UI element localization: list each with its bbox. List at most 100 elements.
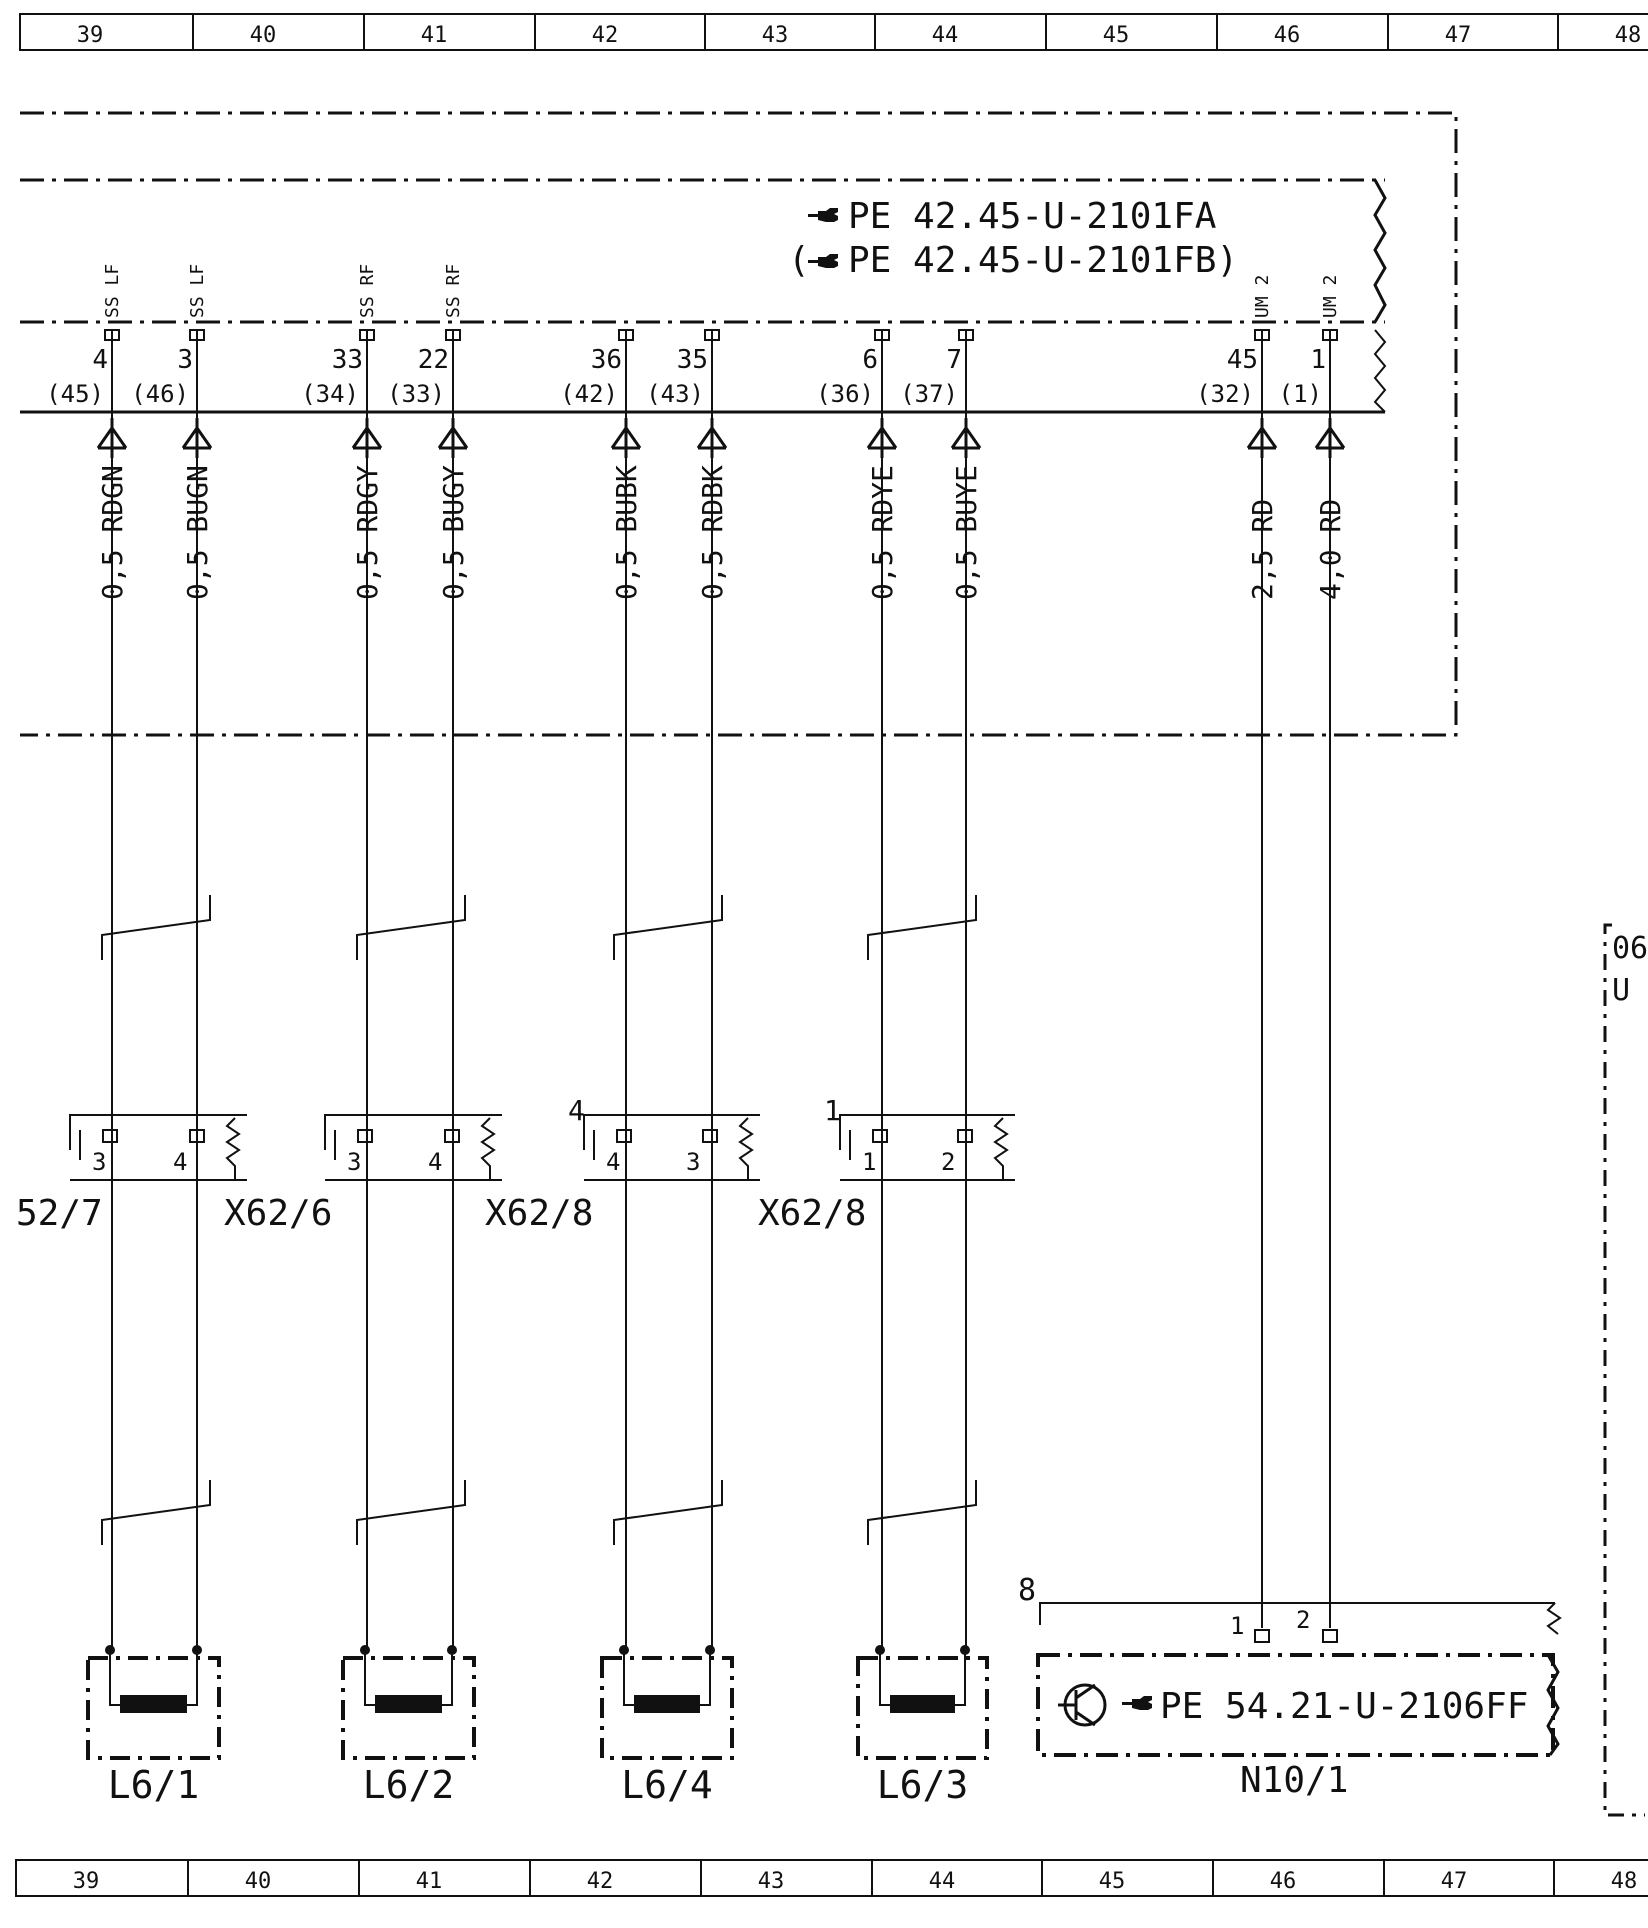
- alt-pin-number: (32): [1196, 380, 1254, 408]
- speaker: L6/1: [86, 1645, 221, 1807]
- connector-pin-b: 2: [941, 1148, 955, 1176]
- right-edge-component: 06 U: [1603, 923, 1648, 1817]
- wire-spec-label: 0,5 BUYE: [950, 465, 983, 600]
- signal-label: SS LF: [187, 264, 208, 318]
- pin-number: 4: [92, 345, 108, 375]
- alt-pin-number: (33): [387, 380, 445, 408]
- module-reference: PE 42.45-U-2101FA ( PE 42.45-U-2101FB): [788, 196, 1238, 281]
- wire-7: 6(36)0,5 RDYE: [816, 329, 899, 1650]
- ruler-cell-label: 47: [1441, 1869, 1468, 1894]
- connector-name: X62/8: [758, 1193, 866, 1234]
- pointer-hand-icon: [1122, 1696, 1152, 1710]
- amp-reference: PE 54.21-U-2106FF: [1160, 1686, 1528, 1727]
- alt-pin-number: (42): [560, 380, 618, 408]
- signal-label: UM 2: [1320, 275, 1341, 318]
- pin-number: 36: [591, 345, 622, 375]
- alt-pin-number: (43): [646, 380, 704, 408]
- ruler-cell-label: 44: [932, 23, 959, 48]
- signal-label: SS RF: [357, 264, 378, 318]
- wire-spec-label: 0,5 RDYE: [866, 465, 899, 600]
- ruler-cell-label: 46: [1274, 23, 1301, 48]
- wire-10: UM 2 1 (1) 4,0 RD: [1279, 275, 1347, 1643]
- wire-8: 7(37)0,5 BUYE: [900, 329, 983, 1650]
- alt-pin-number: (46): [131, 380, 189, 408]
- speaker-name: L6/2: [363, 1763, 455, 1807]
- head-unit-box: [20, 178, 1387, 414]
- ruler-cell-label: 41: [421, 23, 448, 48]
- speakers: L6/1 L6/2 L6/4 L6/3: [86, 1645, 989, 1807]
- arrow-connector-icon: [181, 418, 213, 458]
- pin-number: 3: [177, 345, 193, 375]
- ruler-cell-label: 45: [1099, 1869, 1126, 1894]
- connector-pin-a: 1: [862, 1148, 876, 1176]
- amp-pin-1: 1: [1230, 1612, 1244, 1640]
- signal-label: UM 2: [1252, 275, 1273, 318]
- arrow-connector-icon: [950, 418, 982, 458]
- wire-3: SS RF 33 (34) 0,5 RDGY: [301, 264, 384, 1650]
- connector-pin-a: 3: [347, 1148, 361, 1176]
- pointer-hand-icon: [808, 208, 838, 222]
- signal-label: SS LF: [102, 264, 123, 318]
- wire-spec-label: 2,5 RD: [1246, 499, 1279, 600]
- pin-number: 45: [1227, 345, 1258, 375]
- alt-pin-number: (45): [46, 380, 104, 408]
- connector-pin-a: 4: [606, 1148, 620, 1176]
- connector-name: 52/7: [16, 1193, 103, 1234]
- arrow-connector-icon: [1246, 418, 1278, 458]
- speaker-name: L6/1: [108, 1763, 200, 1807]
- wire-spec-label: 0,5 BUGN: [181, 465, 214, 600]
- speaker-coil-icon: [375, 1695, 442, 1713]
- pin-number: 35: [677, 345, 708, 375]
- right-edge-label-1: 06: [1612, 931, 1648, 966]
- pin-number: 1: [1310, 345, 1326, 375]
- pointer-hand-icon: [808, 254, 838, 268]
- wire-spec-label: 0,5 BUGY: [437, 465, 470, 600]
- ruler-cell-label: 39: [77, 23, 104, 48]
- connector-pin-b: 4: [428, 1148, 442, 1176]
- ruler-cell-label: 47: [1445, 23, 1472, 48]
- wire-2: SS LF 3 (46) 0,5 BUGN: [131, 264, 214, 1650]
- module-boundary: [20, 111, 1458, 737]
- speaker-coil-icon: [120, 1695, 187, 1713]
- pin-number: 6: [862, 345, 878, 375]
- right-edge-label-2: U: [1612, 973, 1630, 1008]
- ruler-cell-label: 48: [1611, 1869, 1638, 1894]
- alt-pin-number: (1): [1279, 380, 1322, 408]
- transistor-icon: [1058, 1683, 1107, 1727]
- alt-pin-number: (34): [301, 380, 359, 408]
- pin-number: 33: [332, 345, 363, 375]
- connector-group-number: 1: [824, 1094, 841, 1127]
- ruler-cell-label: 40: [245, 1869, 272, 1894]
- wire-spec-label: 0,5 RDBK: [696, 465, 729, 600]
- wire-1: SS LF4(45)0,5 RDGN: [46, 264, 129, 1650]
- speaker-name: L6/4: [621, 1763, 713, 1807]
- ruler-cell-label: 39: [73, 1869, 100, 1894]
- arrow-connector-icon: [437, 418, 469, 458]
- ruler-cell-label: 43: [762, 23, 789, 48]
- ruler-cell-label: 42: [592, 23, 619, 48]
- signal-label: SS RF: [443, 264, 464, 318]
- wire-spec-label: 4,0 RD: [1314, 499, 1347, 600]
- ruler-cell-label: 43: [758, 1869, 785, 1894]
- speaker: L6/3: [856, 1645, 989, 1807]
- arrow-connector-icon: [1314, 418, 1346, 458]
- wire-5: 36(42)0,5 BUBK: [560, 329, 643, 1650]
- twisted-pair-marks: [101, 895, 977, 1545]
- arrow-connector-icon: [96, 418, 128, 458]
- wire-9: UM 2 45 (32) 2,5 RD: [1196, 275, 1279, 1643]
- ruler-cell-label: 41: [416, 1869, 443, 1894]
- alt-pin-number: (37): [900, 380, 958, 408]
- connector-pin-a: 3: [92, 1148, 106, 1176]
- ruler-cell-label: 40: [250, 23, 277, 48]
- wire-spec-label: 0,5 RDGY: [351, 465, 384, 600]
- ruler-cell-label: 42: [587, 1869, 614, 1894]
- connector-pin-b: 3: [686, 1148, 700, 1176]
